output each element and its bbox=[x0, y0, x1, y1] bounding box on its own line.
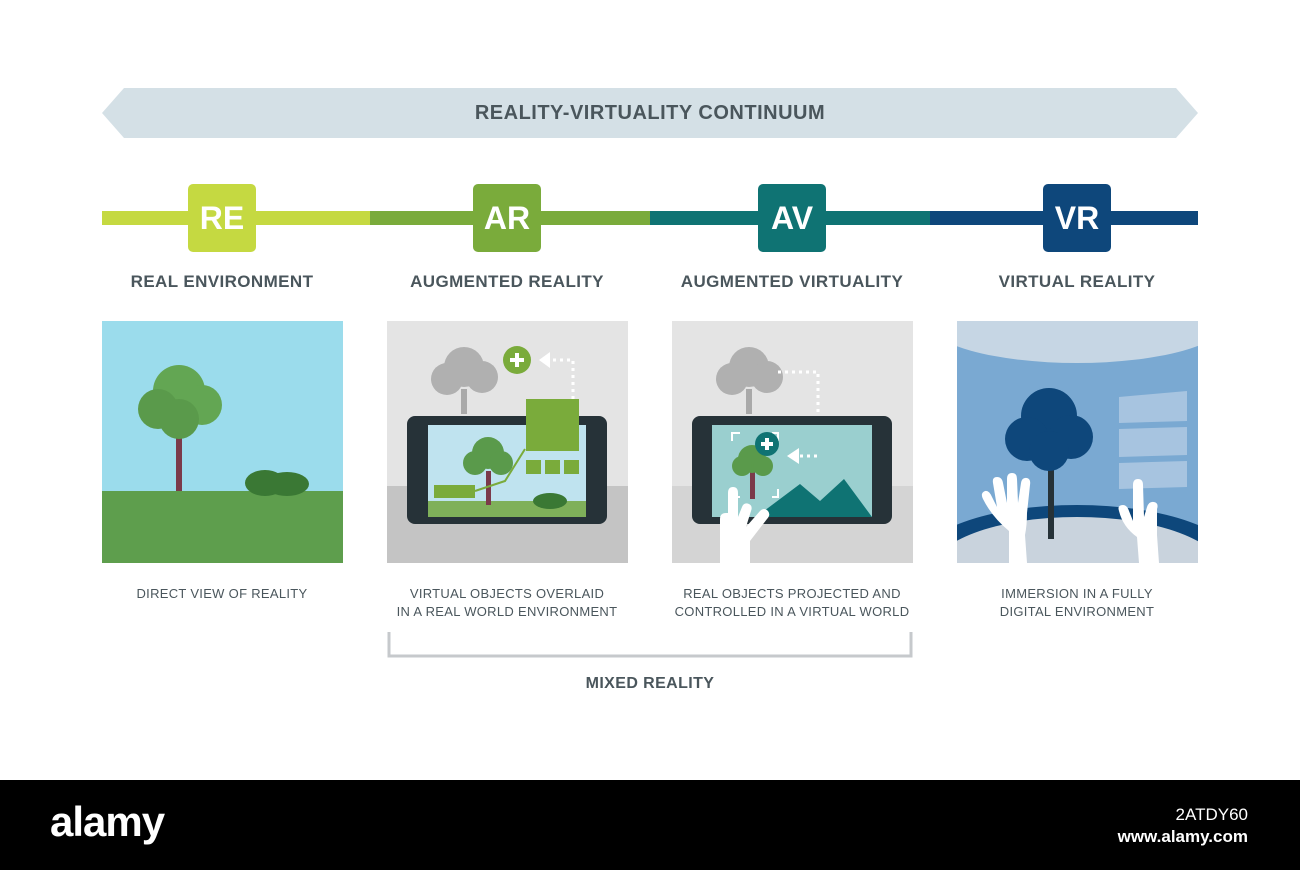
panel-augmented-reality bbox=[387, 321, 628, 563]
window-pane bbox=[1119, 391, 1187, 423]
grey-tree-icon bbox=[716, 347, 783, 414]
mountain-icon bbox=[756, 479, 872, 517]
mixed-reality-bracket bbox=[387, 632, 913, 658]
bush-icon bbox=[245, 470, 309, 496]
hand-icon bbox=[720, 487, 770, 563]
tree-trunk bbox=[1048, 461, 1054, 539]
desc-re: DIRECT VIEW OF REALITY bbox=[136, 586, 308, 601]
panel-virtual-reality bbox=[957, 321, 1198, 563]
mixed-reality-label: MIXED REALITY bbox=[585, 675, 715, 692]
panel-real-environment bbox=[102, 321, 343, 563]
panel-augmented-virtuality bbox=[672, 321, 913, 563]
virtual-object-panel bbox=[526, 399, 579, 451]
tree-icon bbox=[138, 365, 222, 439]
stage-label-vr: VIRTUAL REALITY bbox=[998, 272, 1156, 291]
stage-label-av: AUGMENTED VIRTUALITY bbox=[680, 272, 904, 291]
tree-icon bbox=[1005, 388, 1093, 471]
footer-bar bbox=[0, 780, 1300, 870]
tree-trunk bbox=[176, 431, 182, 491]
continuum-banner bbox=[102, 88, 1198, 138]
grey-tree-icon bbox=[431, 347, 498, 414]
image-id: 2ATDY60 bbox=[1175, 805, 1248, 824]
right-hand-icon bbox=[1118, 479, 1159, 563]
stage-label-ar: AUGMENTED REALITY bbox=[410, 272, 604, 291]
badge-vr: VR bbox=[1043, 184, 1111, 252]
left-hand-icon bbox=[981, 473, 1031, 563]
stage-label-re: REAL ENVIRONMENT bbox=[130, 272, 314, 291]
dome-ceiling bbox=[957, 321, 1198, 363]
badge-ar: AR bbox=[473, 184, 541, 252]
alamy-logo: alamy bbox=[50, 798, 165, 845]
arrow-left-icon bbox=[787, 448, 799, 464]
badge-av: AV bbox=[758, 184, 826, 252]
site-url: www.alamy.com bbox=[1117, 827, 1248, 846]
diagram-title: REALITY-VIRTUALITY CONTINUUM bbox=[474, 102, 826, 124]
badge-re: RE bbox=[188, 184, 256, 252]
double-arrow-shape bbox=[102, 88, 1198, 138]
arrow-left-icon bbox=[539, 352, 550, 368]
